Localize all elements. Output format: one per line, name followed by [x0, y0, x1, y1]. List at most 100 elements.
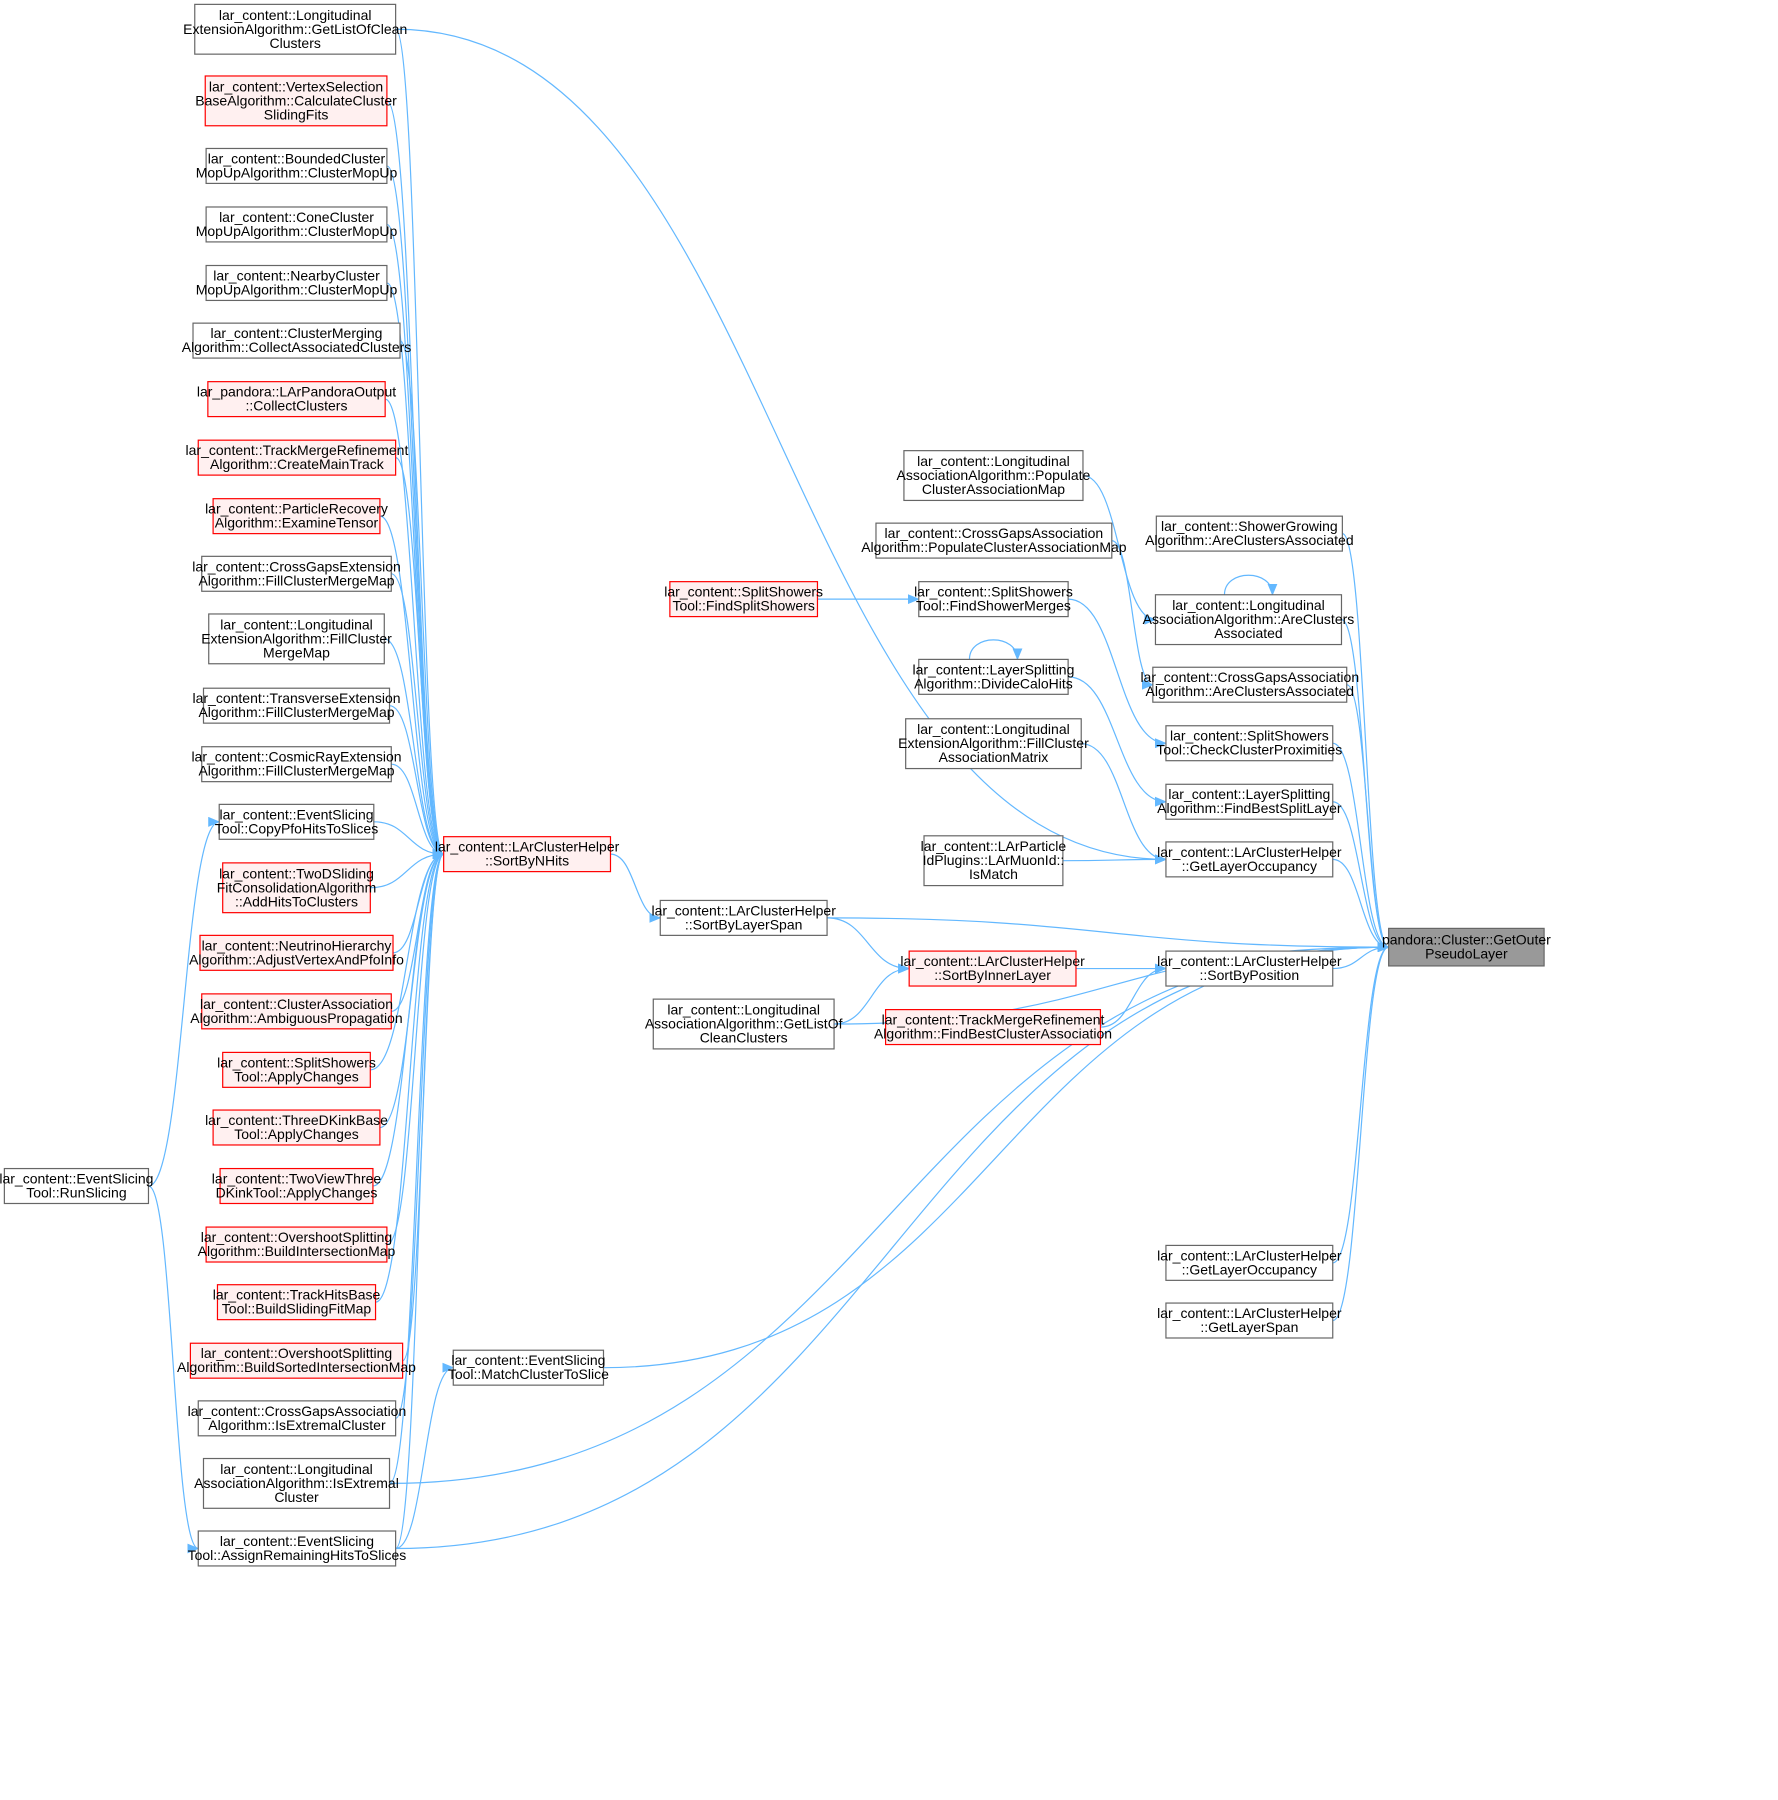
- call-edge: [148, 1185, 200, 1554]
- node-box: [905, 718, 1082, 770]
- graph-node-3dk-apply[interactable]: lar_content::ThreeDKinkBaseTool::ApplyCh…: [205, 1109, 388, 1146]
- graph-node-es-copy[interactable]: lar_content::EventSlicingTool::CopyPfoHi…: [215, 803, 378, 840]
- node-box: [201, 555, 392, 592]
- graph-node-cone[interactable]: lar_content::ConeClusterMopUpAlgorithm::…: [196, 206, 398, 243]
- node-label: lar_content::Longitudinal: [220, 616, 373, 632]
- graph-node-ss-findmerges[interactable]: lar_content::SplitShowersTool::FindShowe…: [914, 581, 1073, 618]
- graph-node-getlayerocc2[interactable]: lar_content::LArClusterHelper::GetLayerO…: [1157, 1244, 1342, 1281]
- graph-node-la-populate[interactable]: lar_content::LongitudinalAssociationAlgo…: [897, 450, 1091, 502]
- node-label: Tool::BuildSlidingFitMap: [222, 1301, 372, 1317]
- graph-node-th-build[interactable]: lar_content::TrackHitsBaseTool::BuildSli…: [213, 1284, 381, 1321]
- node-box: [197, 1530, 397, 1567]
- graph-node-ss-check[interactable]: lar_content::SplitShowersTool::CheckClus…: [1156, 725, 1342, 762]
- node-box: [212, 498, 381, 535]
- graph-node-le-fill[interactable]: lar_content::LongitudinalExtensionAlgori…: [201, 613, 392, 665]
- node-label: lar_pandora::LArPandoraOutput: [197, 384, 396, 400]
- graph-node-cre-fill[interactable]: lar_content::CosmicRayExtensionAlgorithm…: [191, 746, 402, 783]
- node-box: [884, 1009, 1102, 1046]
- call-edge: [1341, 533, 1390, 952]
- node-label: lar_content::ClusterAssociation: [200, 996, 393, 1012]
- node-label: lar_content::Longitudinal: [220, 1461, 373, 1477]
- graph-node-le-fillmatrix[interactable]: lar_content::LongitudinalExtensionAlgori…: [898, 718, 1089, 770]
- graph-node-ss-apply[interactable]: lar_content::SplitShowersTool::ApplyChan…: [217, 1051, 376, 1088]
- graph-node-merging[interactable]: lar_content::ClusterMergingAlgorithm::Co…: [182, 322, 412, 359]
- graph-node-la-are[interactable]: lar_content::LongitudinalAssociationAlgo…: [1143, 594, 1355, 646]
- graph-node-os-build[interactable]: lar_content::OvershootSplittingAlgorithm…: [198, 1226, 396, 1263]
- node-box: [222, 1051, 371, 1088]
- node-label: ::GetLayerSpan: [1200, 1319, 1298, 1335]
- node-label: lar_content::SplitShowers: [217, 1054, 376, 1070]
- node-label: Algorithm::FindBestClusterAssociation: [874, 1026, 1112, 1042]
- node-label: Tool::MatchClusterToSlice: [448, 1366, 609, 1382]
- node-label: Tool::ApplyChanges: [234, 1126, 359, 1142]
- graph-node-ca-ambig[interactable]: lar_content::ClusterAssociationAlgorithm…: [190, 993, 403, 1030]
- call-edge: [395, 457, 445, 859]
- call-edge: [1332, 801, 1390, 953]
- graph-node-te-fill[interactable]: lar_content::TransverseExtensionAlgorith…: [192, 687, 401, 724]
- call-edge: [1346, 684, 1390, 953]
- node-label: AssociationAlgorithm::GetListOf: [645, 1016, 843, 1032]
- graph-node-sortbynhits[interactable]: lar_content::LArClusterHelper::SortByNHi…: [435, 836, 620, 873]
- graph-node-ls-divide[interactable]: lar_content::LayerSplittingAlgorithm::Di…: [913, 658, 1075, 695]
- node-label: lar_content::ConeCluster: [219, 209, 374, 225]
- node-label: ::GetLayerOccupancy: [1182, 858, 1317, 874]
- node-box: [923, 835, 1064, 887]
- graph-node-nearby[interactable]: lar_content::NearbyClusterMopUpAlgorithm…: [196, 264, 398, 302]
- graph-node-le-getlistclean[interactable]: lar_content::LongitudinalExtensionAlgori…: [183, 3, 407, 55]
- graph-node-la-getlistclean[interactable]: lar_content::LongitudinalAssociationAlgo…: [645, 998, 843, 1050]
- call-edge: [395, 849, 445, 1419]
- graph-node-muonid[interactable]: lar_content::LArParticleIdPlugins::LArMu…: [921, 835, 1067, 887]
- graph-node-tmr-findbest[interactable]: lar_content::TrackMergeRefinementAlgorit…: [874, 1009, 1112, 1046]
- node-label: lar_content::NeutrinoHierarchy: [202, 937, 392, 953]
- node-box: [918, 581, 1069, 618]
- graph-node-pandoraout[interactable]: lar_pandora::LArPandoraOutput::CollectCl…: [197, 381, 396, 418]
- call-edge: [1081, 743, 1167, 865]
- call-edge: [372, 849, 445, 1187]
- node-box: [1155, 515, 1343, 552]
- graph-node-os-sorted[interactable]: lar_content::OvershootSplittingAlgorithm…: [177, 1342, 416, 1379]
- call-edge: [375, 849, 445, 1303]
- node-box: [201, 993, 392, 1030]
- graph-node-sortbylayerspan[interactable]: lar_content::LArClusterHelper::SortByLay…: [651, 899, 836, 936]
- graph-node-nh-adjust[interactable]: lar_content::NeutrinoHierarchyAlgorithm:…: [189, 934, 404, 971]
- graph-node-ls-findbest[interactable]: lar_content::LayerSplittingAlgorithm::Fi…: [1157, 783, 1342, 820]
- node-label: lar_content::ThreeDKinkBase: [205, 1112, 388, 1128]
- node-label: IdPlugins::LArMuonId::: [923, 852, 1065, 868]
- graph-node-sortbyinner[interactable]: lar_content::LArClusterHelper::SortByInn…: [900, 950, 1085, 987]
- node-label: ExtensionAlgorithm::GetListOfClean: [183, 21, 407, 37]
- graph-node-es-match[interactable]: lar_content::EventSlicingTool::MatchClus…: [448, 1349, 609, 1386]
- graph-node-tmr-create[interactable]: lar_content::TrackMergeRefinementAlgorit…: [186, 439, 409, 476]
- node-label: lar_content::TrackHitsBase: [213, 1287, 381, 1303]
- node-label: AssociationAlgorithm::IsExtremal: [194, 1475, 399, 1491]
- node-box: [669, 581, 819, 618]
- graph-node-sg-are[interactable]: lar_content::ShowerGrowingAlgorithm::Are…: [1145, 515, 1354, 552]
- graph-node-cga-are[interactable]: lar_content::CrossGapsAssociationAlgorit…: [1140, 666, 1359, 703]
- call-edge: [395, 28, 445, 859]
- node-label: lar_content::ClusterMerging: [211, 325, 383, 341]
- node-box: [875, 522, 1113, 559]
- graph-node-es-assign[interactable]: lar_content::EventSlicingTool::AssignRem…: [188, 1530, 407, 1567]
- graph-node-cga-isext[interactable]: lar_content::CrossGapsAssociationAlgorit…: [188, 1400, 407, 1437]
- graph-node-es-run[interactable]: lar_content::EventSlicingTool::RunSlicin…: [0, 1167, 153, 1205]
- graph-node-ss-findsplit[interactable]: lar_content::SplitShowersTool::FindSplit…: [664, 581, 823, 618]
- graph-node-sortbyposition[interactable]: lar_content::LArClusterHelper::SortByPos…: [1157, 950, 1342, 987]
- graph-node-tds-add[interactable]: lar_content::TwoDSlidingFitConsolidation…: [217, 862, 377, 914]
- graph-node-bounded[interactable]: lar_content::BoundedClusterMopUpAlgorith…: [196, 147, 398, 185]
- node-box: [1165, 1302, 1334, 1339]
- graph-node-cga-populate[interactable]: lar_content::CrossGapsAssociationAlgorit…: [861, 522, 1127, 559]
- node-label: lar_content::SplitShowers: [914, 584, 1073, 600]
- node-label: ExtensionAlgorithm::FillCluster: [898, 735, 1089, 751]
- graph-node-2v3dk-apply[interactable]: lar_content::TwoViewThreeDKinkTool::Appl…: [212, 1167, 382, 1205]
- graph-node-vs-calc[interactable]: lar_content::VertexSelectionBaseAlgorith…: [195, 75, 397, 127]
- graph-node-la-isext[interactable]: lar_content::LongitudinalAssociationAlgo…: [194, 1457, 399, 1509]
- node-label: IsMatch: [969, 866, 1018, 882]
- graph-node-getlayerspan[interactable]: lar_content::LArClusterHelper::GetLayerS…: [1157, 1302, 1342, 1339]
- node-label: ExtensionAlgorithm::FillCluster: [201, 630, 392, 646]
- graph-node-partrec[interactable]: lar_content::ParticleRecoveryAlgorithm::…: [205, 498, 388, 535]
- graph-node-cge-fill[interactable]: lar_content::CrossGapsExtensionAlgorithm…: [192, 555, 401, 592]
- call-edge: [370, 849, 445, 1071]
- node-label: lar_content::OvershootSplitting: [201, 1345, 392, 1361]
- graph-node-getlayerocc1[interactable]: lar_content::LArClusterHelper::GetLayerO…: [1157, 841, 1342, 878]
- node-label: Algorithm::AreClustersAssociated: [1146, 683, 1355, 699]
